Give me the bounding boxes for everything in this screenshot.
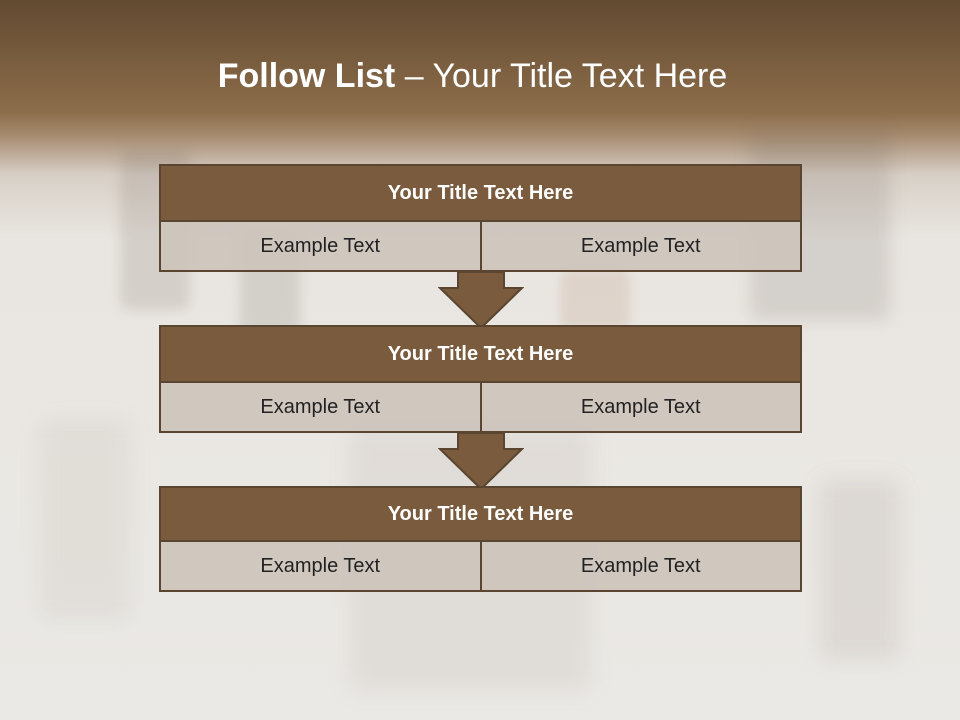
step-title: Your Title Text Here bbox=[159, 164, 802, 222]
step-row: Example Text Example Text bbox=[159, 222, 802, 272]
step-cell-left: Example Text bbox=[161, 383, 480, 431]
step-title: Your Title Text Here bbox=[159, 486, 802, 542]
background-shape bbox=[560, 270, 630, 330]
step-cell-right: Example Text bbox=[479, 222, 800, 270]
slide-title-rest: – Your Title Text Here bbox=[395, 57, 728, 95]
step-box-2: Your Title Text Here Example Text Exampl… bbox=[159, 325, 802, 433]
step-row: Example Text Example Text bbox=[159, 383, 802, 433]
down-arrow-icon bbox=[438, 271, 524, 330]
step-title: Your Title Text Here bbox=[159, 325, 802, 383]
down-arrow-icon bbox=[438, 432, 524, 491]
slide-title-bold: Follow List bbox=[217, 57, 396, 95]
step-cell-right: Example Text bbox=[479, 383, 800, 431]
slide-title: Follow List – Your Title Text Here bbox=[0, 52, 945, 100]
step-box-3: Your Title Text Here Example Text Exampl… bbox=[159, 486, 802, 592]
background-shape bbox=[40, 420, 130, 620]
step-cell-right: Example Text bbox=[479, 542, 800, 590]
step-row: Example Text Example Text bbox=[159, 542, 802, 592]
background-shape bbox=[820, 480, 900, 660]
step-cell-left: Example Text bbox=[161, 222, 480, 270]
step-box-1: Your Title Text Here Example Text Exampl… bbox=[159, 164, 802, 272]
step-cell-left: Example Text bbox=[161, 542, 480, 590]
